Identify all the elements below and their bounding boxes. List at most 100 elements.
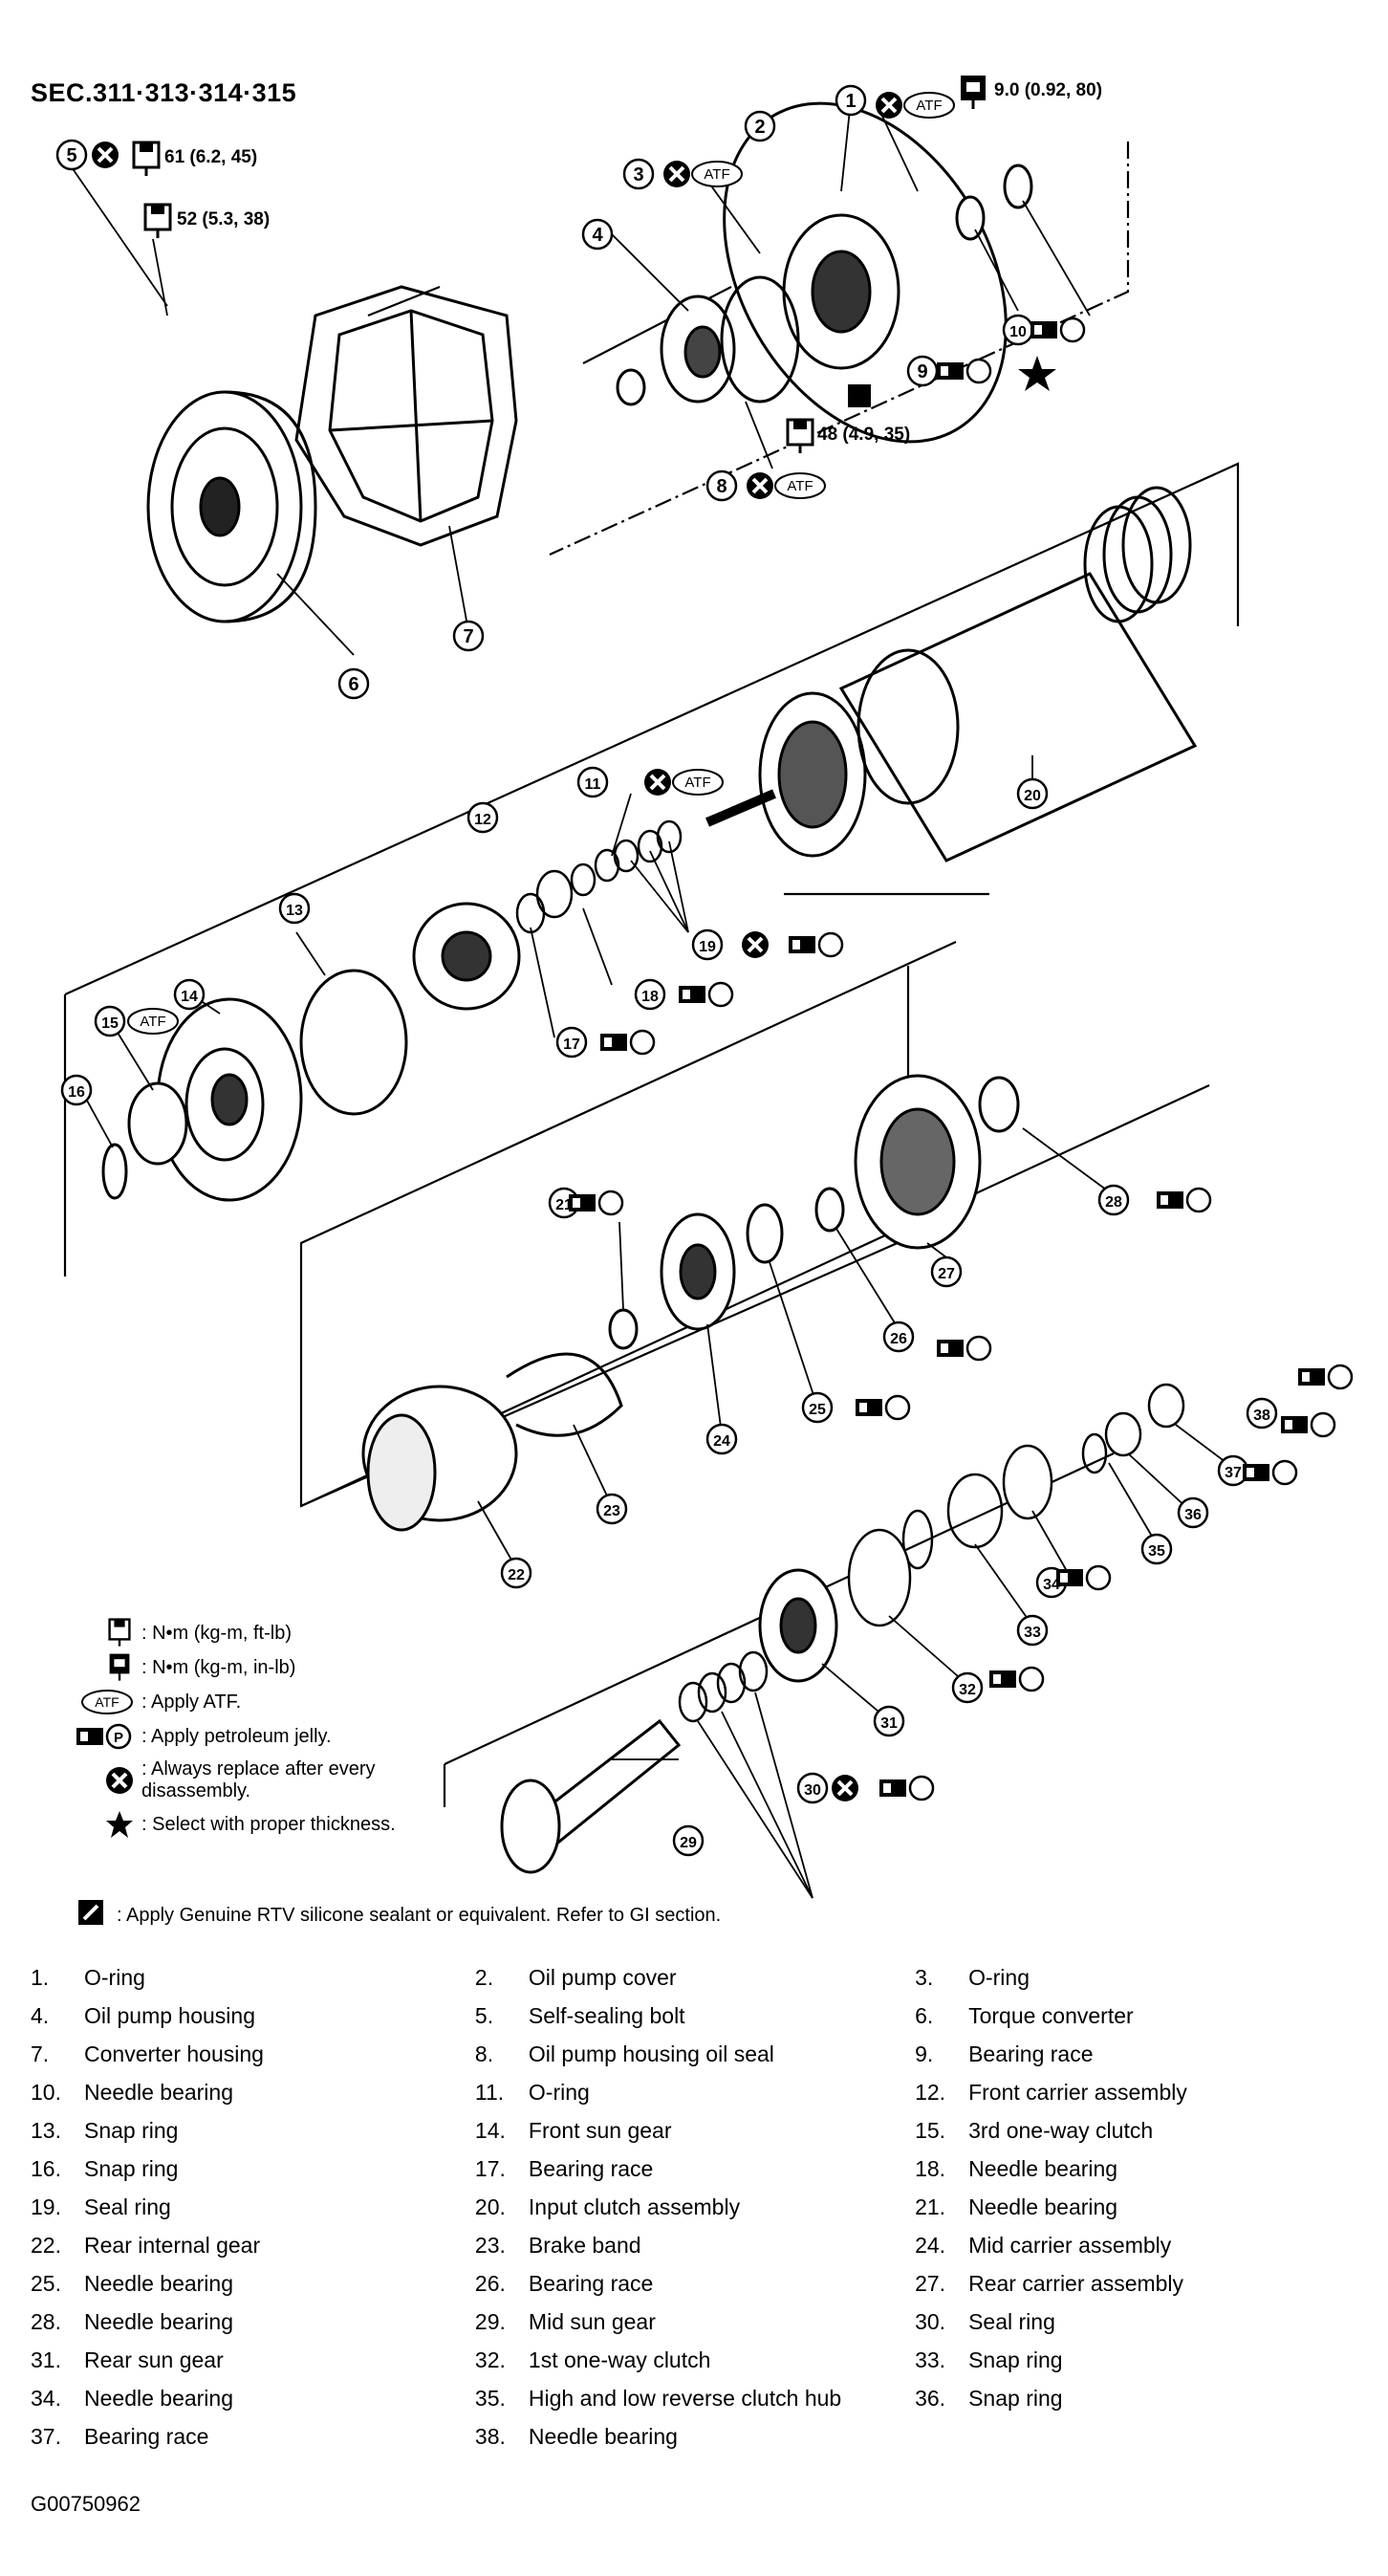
part-number: 4. bbox=[31, 2002, 50, 2028]
part-number: 33. bbox=[915, 2347, 946, 2372]
svg-text:19: 19 bbox=[699, 939, 716, 955]
part-name: Snap ring bbox=[968, 2347, 1063, 2372]
part-number: 3. bbox=[915, 1964, 934, 1990]
legend-petroleum: P : Apply petroleum jelly. bbox=[29, 1719, 985, 1754]
callout-numbers: 1234567891011121314151617181920212223242… bbox=[55, 84, 1278, 1857]
part-entry: 11.O-ring bbox=[475, 2080, 915, 2106]
part-name: Front carrier assembly bbox=[968, 2079, 1187, 2105]
part-entry: 37.Bearing race bbox=[31, 2424, 475, 2450]
part-name: Oil pump cover bbox=[528, 1964, 677, 1990]
part-name: O-ring bbox=[968, 1964, 1030, 1990]
svg-text:35: 35 bbox=[1148, 1543, 1165, 1560]
part-name: High and low reverse clutch hub bbox=[528, 2385, 842, 2411]
torque-converter bbox=[146, 390, 317, 623]
part-number: 1. bbox=[31, 1964, 50, 1990]
callout-1: 1 bbox=[835, 84, 867, 117]
section-title: SEC.311·313·314·315 bbox=[31, 78, 297, 107]
part-name: Snap ring bbox=[84, 2117, 179, 2143]
part-number: 23. bbox=[474, 2232, 506, 2258]
svg-text:37: 37 bbox=[1225, 1465, 1242, 1481]
callout-19: 19 bbox=[691, 928, 724, 961]
part-number: 13. bbox=[31, 2117, 61, 2143]
svg-text:ATF: ATF bbox=[704, 166, 729, 183]
svg-text:10: 10 bbox=[1009, 324, 1027, 340]
part-name: O-ring bbox=[528, 2079, 590, 2105]
torque-value-1: 9.0 (0.92, 80) bbox=[994, 80, 1102, 100]
part-number: 32. bbox=[474, 2347, 506, 2372]
part-name: Input clutch assembly bbox=[528, 2194, 741, 2219]
part-entry: 8.Oil pump housing oil seal bbox=[475, 2041, 915, 2067]
part-name: Converter housing bbox=[84, 2041, 264, 2066]
svg-text:20: 20 bbox=[1024, 788, 1041, 804]
part-number: 8. bbox=[474, 2041, 494, 2066]
part-entry: 13. Snap ring bbox=[31, 2118, 475, 2144]
part-number: 30. bbox=[915, 2308, 946, 2334]
svg-text:7: 7 bbox=[463, 626, 473, 647]
callout-7: 7 bbox=[452, 620, 485, 652]
svg-text:27: 27 bbox=[938, 1266, 955, 1282]
callout-31: 31 bbox=[873, 1705, 905, 1737]
part-entry: 32. 1st one-way clutch bbox=[475, 2347, 915, 2373]
legend-atf: ATF : Apply ATF. bbox=[29, 1685, 985, 1719]
legend: : N•m (kg-m, ft-lb) : N•m (kg-m, in-lb) … bbox=[29, 1616, 985, 1842]
svg-text:ATF: ATF bbox=[787, 478, 813, 494]
part-name: Mid carrier assembly bbox=[968, 2232, 1172, 2258]
svg-text:34: 34 bbox=[1043, 1577, 1060, 1593]
part-number: 35. bbox=[474, 2385, 506, 2411]
part-entry: 28.Needle bearing bbox=[31, 2309, 475, 2335]
part-name: Bearing race bbox=[528, 2270, 654, 2296]
svg-text:1: 1 bbox=[845, 91, 856, 112]
part-number: 29. bbox=[474, 2308, 506, 2334]
svg-text:28: 28 bbox=[1105, 1194, 1122, 1211]
svg-text:4: 4 bbox=[592, 225, 603, 246]
svg-text:9: 9 bbox=[917, 361, 927, 382]
part-number: 9. bbox=[915, 2041, 934, 2066]
part-number: 12. bbox=[915, 2079, 946, 2105]
part-name: Needle bearing bbox=[528, 2423, 678, 2449]
svg-text:32: 32 bbox=[959, 1682, 976, 1698]
svg-text:29: 29 bbox=[680, 1835, 697, 1851]
part-name: Oil pump housing bbox=[84, 2002, 255, 2028]
svg-text:8: 8 bbox=[716, 476, 727, 497]
svg-text:23: 23 bbox=[603, 1503, 620, 1519]
part-number: 31. bbox=[31, 2347, 61, 2372]
part-number: 7. bbox=[31, 2041, 50, 2066]
part-entry: 1.O-ring bbox=[31, 1965, 475, 1991]
svg-text:25: 25 bbox=[809, 1402, 826, 1418]
svg-text:38: 38 bbox=[1253, 1408, 1270, 1424]
callout-23: 23 bbox=[596, 1493, 628, 1525]
part-name: 1st one-way clutch bbox=[528, 2347, 711, 2372]
callout-13: 13 bbox=[278, 892, 311, 925]
svg-text:ATF: ATF bbox=[684, 775, 710, 791]
svg-text:22: 22 bbox=[508, 1567, 525, 1583]
svg-text:30: 30 bbox=[804, 1782, 821, 1799]
part-entry: 35. High and low reverse clutch hub bbox=[475, 2386, 915, 2412]
callout-22: 22 bbox=[500, 1557, 532, 1589]
part-number: 10. bbox=[31, 2079, 61, 2105]
torque-value-48: 48 (4.9, 35) bbox=[817, 425, 910, 445]
svg-text:26: 26 bbox=[890, 1331, 907, 1347]
part-entry: 6.Torque converter bbox=[915, 2003, 1359, 2029]
part-entry: 2.Oil pump cover bbox=[475, 1965, 915, 1991]
callout-27: 27 bbox=[930, 1255, 963, 1288]
part-name: Rear sun gear bbox=[84, 2347, 224, 2372]
callout-30: 30 bbox=[796, 1772, 829, 1804]
callout-6: 6 bbox=[337, 667, 370, 700]
atf-labels: ATF ATF ATF ATF ATF bbox=[127, 92, 955, 1035]
callout-28: 28 bbox=[1097, 1184, 1130, 1216]
svg-text:5: 5 bbox=[66, 145, 76, 166]
part-name: Snap ring bbox=[968, 2385, 1063, 2411]
part-number: 18. bbox=[915, 2155, 946, 2181]
callout-14: 14 bbox=[173, 978, 206, 1011]
part-number: 26. bbox=[474, 2270, 506, 2296]
part-number: 17. bbox=[474, 2155, 506, 2181]
torque-wrench-inlb-icon bbox=[29, 1652, 141, 1683]
callout-15: 15 bbox=[94, 1005, 126, 1037]
